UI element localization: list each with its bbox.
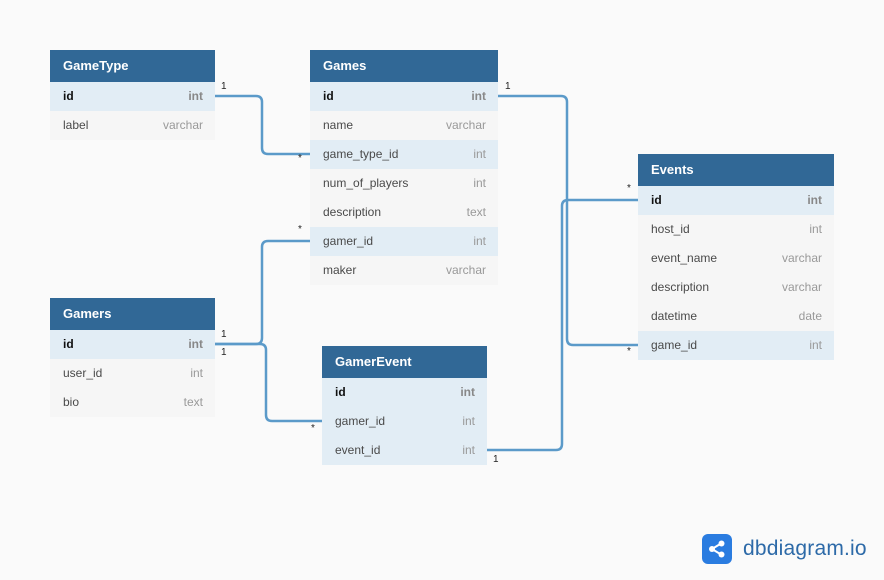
link-gamers-games[interactable]	[214, 239, 310, 346]
column-type: varchar	[781, 251, 822, 265]
cardinality-many-label: *	[627, 346, 631, 357]
column-row[interactable]: id int	[50, 82, 215, 111]
table-header[interactable]: Gamers	[50, 298, 215, 330]
column-type: int	[190, 366, 203, 380]
cardinality-one-label: 1	[221, 81, 227, 92]
cardinality-many-label: *	[311, 423, 315, 434]
link-gamerevent-events[interactable]	[487, 198, 638, 452]
column-type: text	[466, 205, 486, 219]
column-name: datetime	[651, 309, 698, 323]
column-row[interactable]: num_of_players int	[310, 169, 498, 198]
link-gametype-games[interactable]	[214, 94, 310, 156]
column-row[interactable]: gamer_id int	[322, 407, 487, 436]
column-row[interactable]: datetime date	[638, 302, 834, 331]
column-row[interactable]: host_id int	[638, 215, 834, 244]
column-name: description	[651, 280, 710, 294]
column-type: date	[798, 309, 822, 323]
column-name: id	[63, 337, 74, 351]
column-name: event_id	[335, 443, 381, 457]
column-name: id	[651, 193, 662, 207]
column-name: id	[63, 89, 74, 103]
column-name: game_id	[651, 338, 698, 352]
column-name: bio	[63, 395, 80, 409]
table-gamers[interactable]: Gamers id int user_id int bio text	[50, 298, 215, 417]
cardinality-one-label: 1	[221, 347, 227, 358]
column-type: int	[462, 443, 475, 457]
column-type: int	[809, 338, 822, 352]
column-name: gamer_id	[335, 414, 386, 428]
column-type: int	[460, 385, 475, 399]
column-type: varchar	[445, 263, 486, 277]
cardinality-one-label: 1	[505, 81, 511, 92]
column-name: game_type_id	[323, 147, 399, 161]
cardinality-many-label: *	[627, 183, 631, 194]
column-row[interactable]: id int	[638, 186, 834, 215]
share-nodes-icon	[702, 534, 732, 564]
column-type: int	[807, 193, 822, 207]
column-row[interactable]: description varchar	[638, 273, 834, 302]
cardinality-one-label: 1	[221, 329, 227, 340]
brand-watermark[interactable]: dbdiagram.io	[702, 534, 867, 564]
column-row[interactable]: label varchar	[50, 111, 215, 140]
column-name: host_id	[651, 222, 690, 236]
column-name: name	[323, 118, 354, 132]
column-type: int	[473, 176, 486, 190]
column-row[interactable]: event_id int	[322, 436, 487, 465]
column-type: varchar	[781, 280, 822, 294]
column-row[interactable]: maker varchar	[310, 256, 498, 285]
column-type: int	[462, 414, 475, 428]
column-name: label	[63, 118, 89, 132]
column-type: int	[473, 147, 486, 161]
column-row[interactable]: description text	[310, 198, 498, 227]
column-row[interactable]: game_type_id int	[310, 140, 498, 169]
column-type: varchar	[162, 118, 203, 132]
table-header[interactable]: GamerEvent	[322, 346, 487, 378]
column-row[interactable]: user_id int	[50, 359, 215, 388]
cardinality-many-label: *	[298, 153, 302, 164]
column-row[interactable]: bio text	[50, 388, 215, 417]
column-type: int	[809, 222, 822, 236]
column-row[interactable]: gamer_id int	[310, 227, 498, 256]
column-name: num_of_players	[323, 176, 409, 190]
column-type: int	[471, 89, 486, 103]
column-name: gamer_id	[323, 234, 374, 248]
column-type: int	[473, 234, 486, 248]
column-name: id	[323, 89, 334, 103]
cardinality-one-label: 1	[493, 454, 499, 465]
column-type: varchar	[445, 118, 486, 132]
column-type: int	[188, 89, 203, 103]
cardinality-many-label: *	[298, 224, 302, 235]
brand-name: dbdiagram.io	[743, 537, 867, 560]
column-name: id	[335, 385, 346, 399]
column-type: int	[188, 337, 203, 351]
table-gametype[interactable]: GameType id int label varchar	[50, 50, 215, 140]
table-header[interactable]: GameType	[50, 50, 215, 82]
column-row[interactable]: event_name varchar	[638, 244, 834, 273]
column-row[interactable]: id int	[310, 82, 498, 111]
column-row[interactable]: game_id int	[638, 331, 834, 360]
column-row[interactable]: id int	[322, 378, 487, 407]
column-name: event_name	[651, 251, 718, 265]
link-gamers-gamerevent[interactable]	[214, 342, 322, 423]
link-games-events[interactable]	[498, 94, 638, 347]
table-header[interactable]: Events	[638, 154, 834, 186]
column-row[interactable]: name varchar	[310, 111, 498, 140]
column-name: description	[323, 205, 382, 219]
column-row[interactable]: id int	[50, 330, 215, 359]
column-type: text	[183, 395, 203, 409]
column-name: user_id	[63, 366, 103, 380]
table-header[interactable]: Games	[310, 50, 498, 82]
column-name: maker	[323, 263, 357, 277]
